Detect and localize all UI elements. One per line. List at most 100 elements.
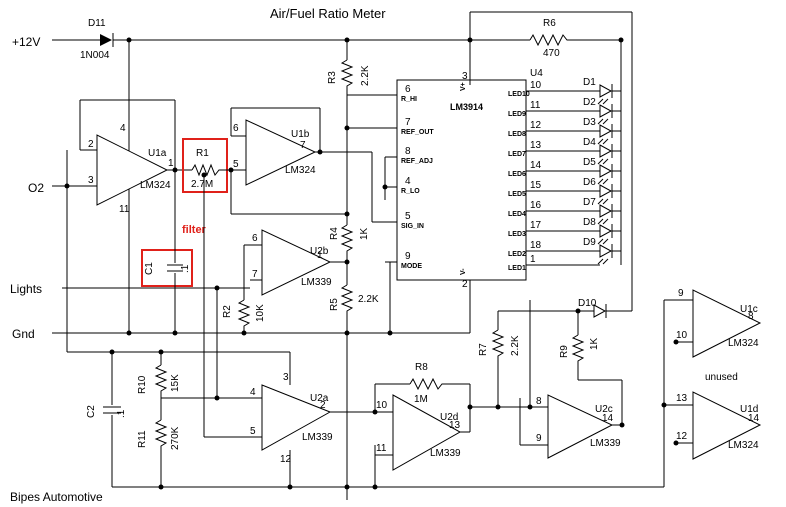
led-d5: D5 xyxy=(583,157,621,185)
r7-value: 2.2K xyxy=(510,335,521,356)
svg-text:17: 17 xyxy=(530,220,542,231)
svg-text:LED10: LED10 xyxy=(508,91,530,98)
u2c-part: LM339 xyxy=(590,438,621,449)
r9-ref: R9 xyxy=(559,345,570,358)
r8-value: 1M xyxy=(414,394,428,405)
led-label: D2 xyxy=(583,97,596,108)
svg-text:3: 3 xyxy=(462,71,468,82)
svg-text:9: 9 xyxy=(678,288,684,299)
svg-text:3: 3 xyxy=(283,372,289,383)
svg-text:MODE: MODE xyxy=(401,263,422,270)
led-label: D8 xyxy=(583,217,596,228)
r8-ref: R8 xyxy=(415,362,428,373)
svg-text:5: 5 xyxy=(405,211,411,222)
led-label: D3 xyxy=(583,117,596,128)
led-d3: D3 xyxy=(583,117,621,145)
svg-text:11: 11 xyxy=(530,100,541,111)
svg-text:14: 14 xyxy=(530,160,542,171)
d10-ref: D10 xyxy=(578,298,597,309)
resistor-r2: R2 10K xyxy=(222,299,266,333)
r11-ref: R11 xyxy=(137,430,148,448)
resistor-r8: R8 1M xyxy=(374,362,471,412)
c2-value: .1 xyxy=(116,409,127,418)
u1c-part: LM324 xyxy=(728,338,759,349)
u1d-ref: U1d xyxy=(740,404,758,415)
svg-text:8: 8 xyxy=(405,146,411,157)
led-d8: D8 xyxy=(583,217,621,245)
opamp-u1b: 6 5 7 U1b LM324 xyxy=(230,107,397,223)
comparator-u2b: 6 7 1 U2b LM339 xyxy=(243,229,347,300)
u1d-part: LM324 xyxy=(728,440,759,451)
led-d4: D4 xyxy=(583,137,621,165)
svg-text:V-: V- xyxy=(460,268,467,275)
svg-text:LED5: LED5 xyxy=(508,191,526,198)
led-label: D1 xyxy=(583,77,596,88)
svg-text:10: 10 xyxy=(376,400,388,411)
divider-column: R3 2.2K R4 1K R5 2.2K xyxy=(327,40,397,500)
r3-ref: R3 xyxy=(327,71,338,84)
svg-text:1: 1 xyxy=(168,158,174,169)
ic-name: LM3914 xyxy=(450,102,483,112)
u2b-part: LM339 xyxy=(301,277,332,288)
u1b-ref: U1b xyxy=(291,129,310,140)
led-label: D5 xyxy=(583,157,596,168)
svg-text:LED1: LED1 xyxy=(508,265,526,272)
svg-text:LED6: LED6 xyxy=(508,171,526,178)
r10-ref: R10 xyxy=(137,375,148,394)
vcc-rail-label: +12V xyxy=(12,35,40,49)
svg-text:V+: V+ xyxy=(460,82,467,91)
led-label: D4 xyxy=(583,137,596,148)
c2-ref: C2 xyxy=(86,405,97,418)
r11-value: 270K xyxy=(170,426,181,450)
c1-value: .1 xyxy=(180,264,191,273)
r9-value: 1K xyxy=(589,337,600,350)
svg-text:12: 12 xyxy=(676,431,688,442)
svg-text:15: 15 xyxy=(530,180,542,191)
diagram-title: Air/Fuel Ratio Meter xyxy=(270,6,386,21)
led-d10: D10 R9 1K xyxy=(529,298,633,407)
svg-text:12: 12 xyxy=(530,120,542,131)
svg-text:R_HI: R_HI xyxy=(401,96,417,103)
svg-text:7: 7 xyxy=(300,140,306,151)
svg-text:11: 11 xyxy=(376,443,387,454)
unused-note: unused xyxy=(705,372,738,383)
svg-text:2: 2 xyxy=(462,279,468,290)
u1b-part: LM324 xyxy=(285,165,316,176)
svg-text:LED4: LED4 xyxy=(508,211,526,218)
r2-value: 10K xyxy=(255,304,266,322)
led-d2: D2 xyxy=(583,97,621,125)
svg-text:7: 7 xyxy=(405,117,411,128)
comparator-u2a: 4 5 2 3 12 U2a LM339 xyxy=(250,372,393,487)
opamp-u1a: 2 3 1 4 11 U1a LM324 xyxy=(79,40,192,333)
svg-text:8: 8 xyxy=(748,311,754,322)
opamp-u1c: 9 10 8 U1c LM324 xyxy=(663,288,762,487)
footer-label: Bipes Automotive xyxy=(10,490,103,504)
svg-text:12: 12 xyxy=(280,454,292,465)
r10-value: 15K xyxy=(170,374,181,392)
diode-d11: D11 1N004 xyxy=(80,18,127,61)
u2d-part: LM339 xyxy=(430,448,461,459)
svg-text:11: 11 xyxy=(119,204,130,215)
ic-lm3914: LM3914 U4 V+ V- 3 2 6 R_HI 7 REF_OUT 8 R… xyxy=(384,68,543,333)
svg-text:9: 9 xyxy=(536,433,542,444)
u2d-ref: U2d xyxy=(440,412,458,423)
svg-text:R_LO: R_LO xyxy=(401,188,420,195)
led-d7: D7 xyxy=(583,197,621,225)
led-d1: D1 xyxy=(583,77,621,105)
o2-input-label: O2 xyxy=(28,181,44,195)
svg-text:9: 9 xyxy=(405,251,411,262)
r2-ref: R2 xyxy=(222,305,233,318)
u2a-part: LM339 xyxy=(302,432,333,443)
comparator-u2d: 10 11 13 U2d LM339 xyxy=(374,394,471,487)
opamp-u1d: 13 12 14 U1d LM324 xyxy=(664,391,762,460)
svg-text:4: 4 xyxy=(120,123,126,134)
filter-note: filter xyxy=(182,224,207,236)
lights-input-label: Lights xyxy=(10,282,42,296)
svg-text:18: 18 xyxy=(530,240,542,251)
ic-ref: U4 xyxy=(530,68,543,79)
svg-text:7: 7 xyxy=(252,269,258,280)
u1a-ref: U1a xyxy=(148,148,167,159)
svg-text:4: 4 xyxy=(250,387,256,398)
